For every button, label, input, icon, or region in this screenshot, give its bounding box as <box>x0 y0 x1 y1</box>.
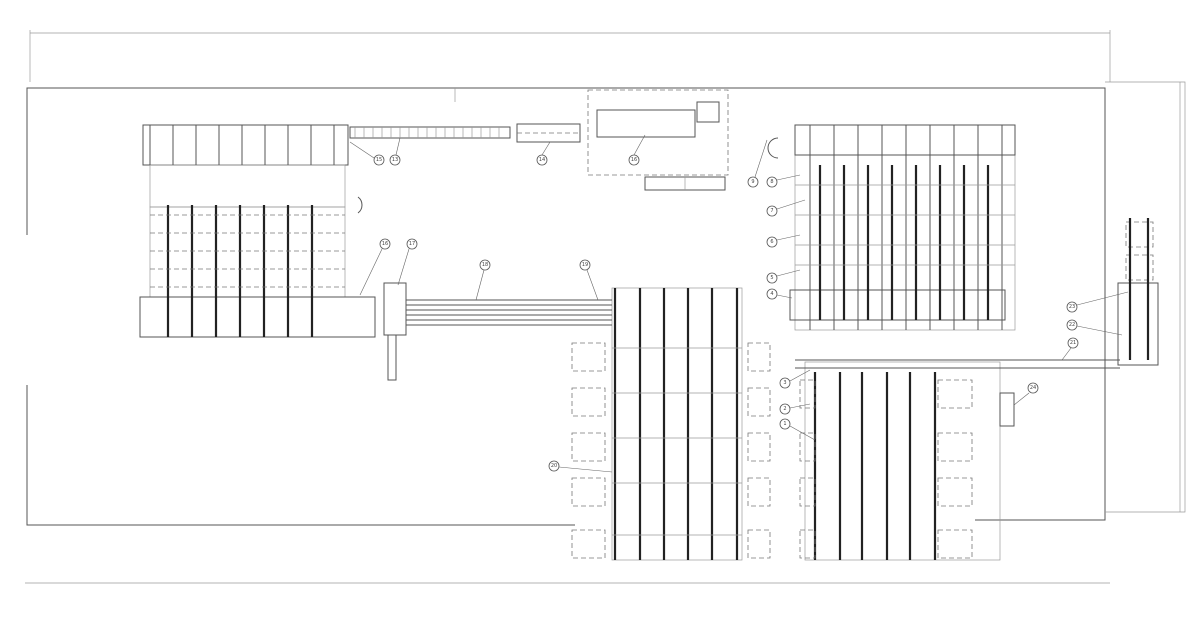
svg-text:20: 20 <box>551 463 557 469</box>
callout-2: 2 <box>779 403 811 415</box>
svg-text:15: 15 <box>376 157 382 163</box>
svg-text:23: 23 <box>1069 304 1075 310</box>
callout-16: 16 <box>359 238 391 296</box>
svg-text:4: 4 <box>770 291 773 297</box>
storage-bay <box>799 477 816 507</box>
storage-bay <box>937 432 973 462</box>
svg-text:5: 5 <box>770 275 773 281</box>
storage-bay <box>937 477 973 507</box>
svg-text:16: 16 <box>382 241 388 247</box>
callout-16-cell: 16 <box>628 134 646 166</box>
callout-15: 15 <box>349 141 385 166</box>
storage-bay <box>747 529 771 559</box>
svg-text:24: 24 <box>1030 385 1036 391</box>
robot-cell-16 <box>587 89 729 191</box>
callout-7: 7 <box>766 199 806 217</box>
outfeed-conveyor-21 <box>795 359 1120 369</box>
svg-text:6: 6 <box>770 239 773 245</box>
callout-23: 23 <box>1066 291 1129 313</box>
storage-bay <box>937 379 973 409</box>
svg-text:13: 13 <box>392 157 398 163</box>
svg-text:1: 1 <box>783 421 786 427</box>
callout-9: 9 <box>747 139 768 188</box>
callout-4: 4 <box>766 288 793 300</box>
transfer-shuttle-18 <box>383 282 407 381</box>
callout-21: 21 <box>1061 337 1079 361</box>
generated-structure <box>149 125 1015 560</box>
storage-bay <box>799 529 816 559</box>
svg-text:8: 8 <box>770 179 773 185</box>
callout-13: 13 <box>389 137 401 166</box>
svg-text:3: 3 <box>783 380 786 386</box>
svg-text:16: 16 <box>631 157 637 163</box>
svg-text:22: 22 <box>1069 322 1075 328</box>
storage-bay <box>799 432 816 462</box>
building-outline <box>26 81 1186 526</box>
callout-22: 22 <box>1066 319 1123 336</box>
callout-5: 5 <box>766 269 801 284</box>
storage-bay <box>571 342 606 372</box>
callout-8: 8 <box>766 174 801 188</box>
svg-text:7: 7 <box>770 208 773 214</box>
storage-bay <box>937 529 973 559</box>
svg-text:2: 2 <box>783 406 786 412</box>
svg-text:18: 18 <box>482 262 488 268</box>
buffer-14 <box>516 123 581 143</box>
left-cross-transfer-block <box>139 124 376 338</box>
callout-3: 3 <box>779 369 811 389</box>
callouts: 15 13 14 16 16 17 18 19 9 8 7 6 5 4 3 2 … <box>349 134 1129 473</box>
callout-20: 20 <box>548 460 613 473</box>
callout-18: 18 <box>475 259 491 301</box>
storage-bay <box>571 477 606 507</box>
svg-text:9: 9 <box>751 179 754 185</box>
storage-bay <box>747 477 771 507</box>
svg-text:19: 19 <box>582 262 588 268</box>
storage-bay <box>571 387 606 417</box>
callout-19: 19 <box>579 259 599 301</box>
storage-bay <box>747 432 771 462</box>
svg-text:21: 21 <box>1070 340 1076 346</box>
callout-1: 1 <box>779 418 816 441</box>
right-processing-block <box>789 124 1016 561</box>
storage-bay <box>747 387 771 417</box>
callout-14: 14 <box>536 141 551 166</box>
storage-bay <box>747 342 771 372</box>
turntable-icon <box>357 137 779 214</box>
unit-24 <box>999 392 1015 427</box>
callout-6: 6 <box>766 234 801 248</box>
overall-dimension-line <box>25 30 1181 584</box>
infeed-conveyor-13 <box>349 126 511 139</box>
storage-bay <box>799 379 816 409</box>
stacker-22-23 <box>1117 218 1159 366</box>
middle-storage-block <box>611 287 743 561</box>
callout-17: 17 <box>397 238 418 286</box>
storage-bay <box>571 432 606 462</box>
svg-text:14: 14 <box>539 157 545 163</box>
svg-text:17: 17 <box>409 241 415 247</box>
callout-24: 24 <box>1013 382 1039 406</box>
storage-bay <box>571 529 606 559</box>
